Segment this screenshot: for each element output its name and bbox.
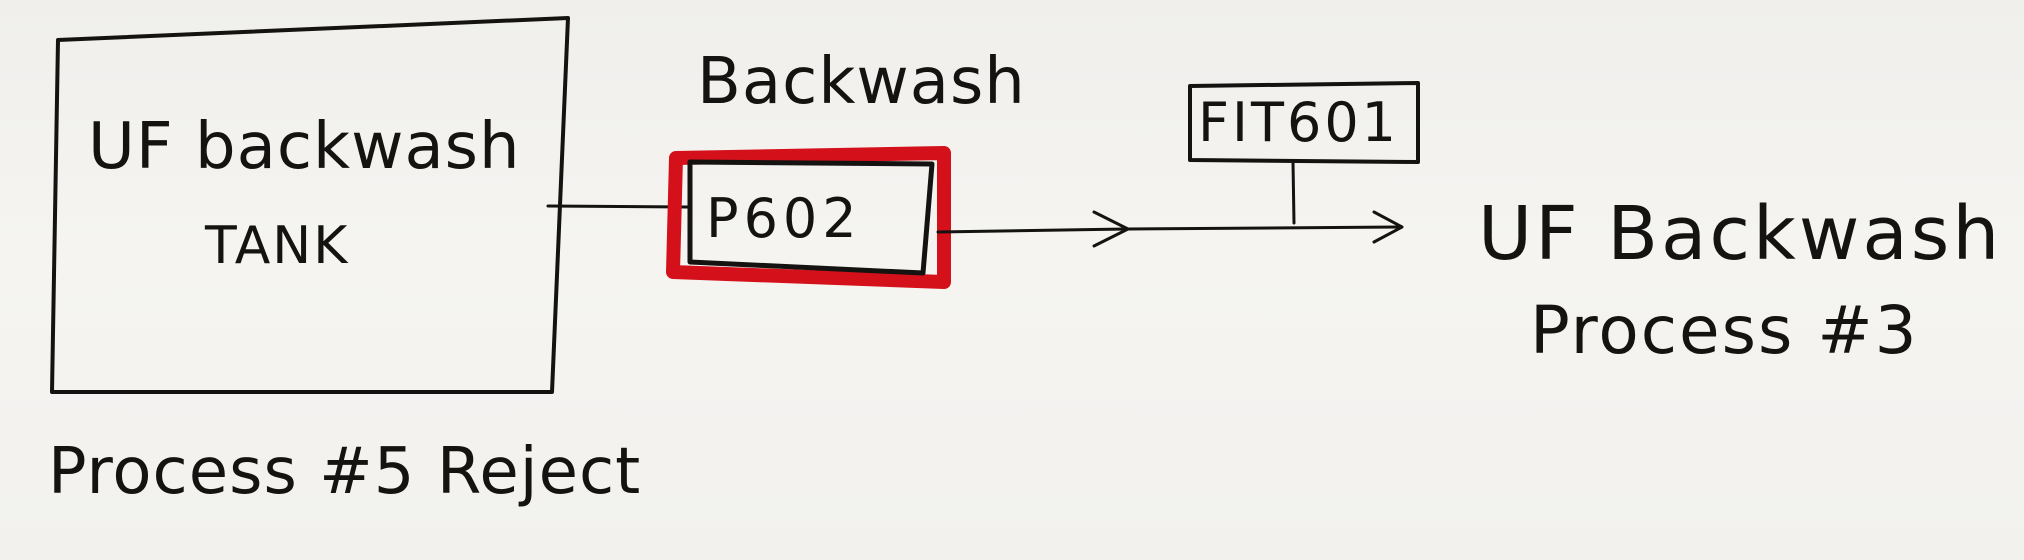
sensor-tag: FIT601 xyxy=(1198,91,1400,154)
tank-box xyxy=(50,16,570,394)
flow-arrowhead-2 xyxy=(1372,210,1404,244)
pipe-pump-to-sensor xyxy=(936,227,1128,234)
pump-tag: P602 xyxy=(706,187,862,250)
pump-box xyxy=(687,159,935,276)
tank-label-line2: TANK xyxy=(205,216,350,276)
pipe-tank-to-pump xyxy=(546,204,690,209)
destination-label-line2: Process #3 xyxy=(1530,292,1919,369)
sensor-box xyxy=(1188,81,1420,164)
tank-label-line1: UF backwash xyxy=(88,110,521,184)
pump-title: Backwash xyxy=(697,45,1026,119)
sensor-stem xyxy=(1291,160,1296,225)
destination-label-line1: UF Backwash xyxy=(1478,191,2003,277)
pump-highlight xyxy=(666,146,951,289)
tank-source-label: Process #5 Reject xyxy=(48,435,642,509)
pipe-sensor-to-destination xyxy=(1126,225,1400,231)
